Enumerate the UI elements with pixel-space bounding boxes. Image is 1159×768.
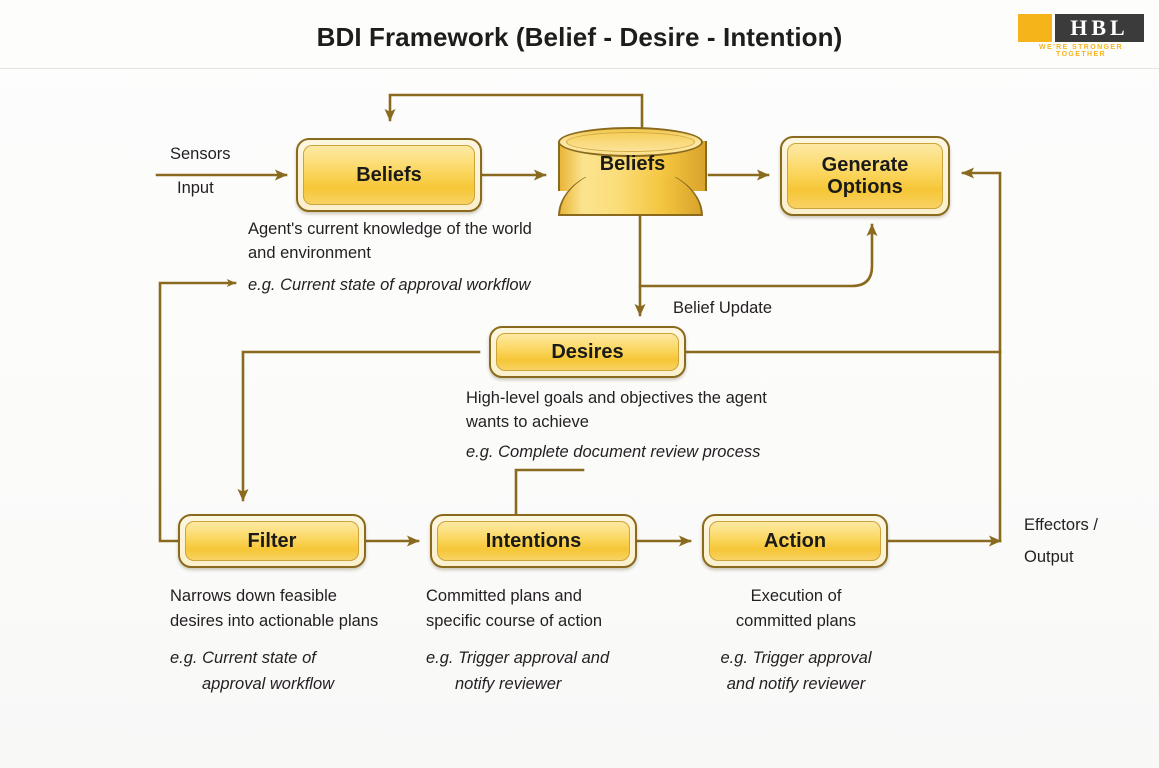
node-generate-options-line1: Generate xyxy=(821,153,909,176)
node-generate-options-inner: Generate Options xyxy=(787,143,943,209)
node-desires-label: Desires xyxy=(551,340,624,363)
edge-right-rail-to-generate xyxy=(961,167,1002,354)
node-desires[interactable]: Desires xyxy=(489,326,686,378)
desc-desires-line2: wants to achieve xyxy=(466,413,589,431)
node-beliefs[interactable]: Beliefs xyxy=(296,138,482,212)
label-input: Input xyxy=(177,179,214,197)
header-divider xyxy=(0,68,1159,69)
desc-action-example-line1: e.g. Trigger approval xyxy=(720,649,872,667)
page-title: BDI Framework (Belief - Desire - Intenti… xyxy=(316,22,843,52)
logo-wordmark-text: HBL xyxy=(1070,15,1129,40)
desc-filter-line2: desires into actionable plans xyxy=(170,612,379,630)
hbl-logo: HBL WE'RE STRONGER TOGETHER xyxy=(1015,12,1147,58)
desc-intentions-example-line2: notify reviewer xyxy=(455,675,562,693)
node-beliefs-store[interactable]: Beliefs xyxy=(558,127,707,216)
label-effectors: Effectors / xyxy=(1024,516,1098,534)
desc-intentions-line1: Committed plans and xyxy=(426,587,582,605)
desc-action-line2: committed plans xyxy=(735,612,857,630)
desc-desires-example: e.g. Complete document review process xyxy=(466,443,761,461)
desc-action-example-line2: and notify reviewer xyxy=(726,675,866,693)
edge-store-feedback-to-beliefs xyxy=(384,93,644,130)
label-sensors: Sensors xyxy=(170,145,231,163)
desc-beliefs-line2: and environment xyxy=(248,244,371,262)
node-action-inner: Action xyxy=(709,521,881,561)
desc-beliefs-example: e.g. Current state of approval workflow xyxy=(248,276,531,294)
edge-belief-update-to-generate xyxy=(638,223,878,288)
node-generate-options-line2: Options xyxy=(827,176,903,198)
desc-desires-line1: High-level goals and objectives the agen… xyxy=(466,389,767,407)
node-filter[interactable]: Filter xyxy=(178,514,366,568)
node-desires-inner: Desires xyxy=(496,333,679,371)
edge-desires-to-filter xyxy=(237,350,481,502)
desc-action-line1: Execution of xyxy=(750,587,842,605)
desc-filter-example-line2: approval workflow xyxy=(202,675,335,693)
edge-filter-to-beliefs-note xyxy=(158,278,237,543)
desc-intentions-line2: specific course of action xyxy=(426,612,603,630)
desc-beliefs-line1: Agent's current knowledge of the world xyxy=(248,220,532,238)
desc-filter-line1: Narrows down feasible xyxy=(170,587,337,605)
edge-desires-example-to-intentions xyxy=(514,468,585,518)
logo-tagline: WE'RE STRONGER TOGETHER xyxy=(1039,44,1123,58)
node-generate-options[interactable]: Generate Options xyxy=(780,136,950,216)
node-beliefs-inner: Beliefs xyxy=(303,145,475,205)
desc-filter-example-line1: e.g. Current state of xyxy=(170,649,316,667)
node-generate-options-label: Generate Options xyxy=(822,154,909,199)
logo-yellow-square xyxy=(1018,14,1052,42)
label-output: Output xyxy=(1024,548,1074,566)
node-intentions-inner: Intentions xyxy=(437,521,630,561)
desc-intentions-example-line1: e.g. Trigger approval and xyxy=(426,649,610,667)
node-filter-label: Filter xyxy=(247,529,297,552)
node-intentions[interactable]: Intentions xyxy=(430,514,637,568)
label-belief-update: Belief Update xyxy=(673,299,773,317)
cylinder-top-inner xyxy=(566,132,695,152)
node-action[interactable]: Action xyxy=(702,514,888,568)
node-beliefs-store-label: Beliefs xyxy=(599,153,666,175)
node-action-label: Action xyxy=(763,529,827,552)
node-intentions-label: Intentions xyxy=(485,529,582,552)
node-beliefs-label: Beliefs xyxy=(356,163,422,186)
logo-wordmark: HBL xyxy=(1055,14,1144,42)
node-filter-inner: Filter xyxy=(185,521,359,561)
